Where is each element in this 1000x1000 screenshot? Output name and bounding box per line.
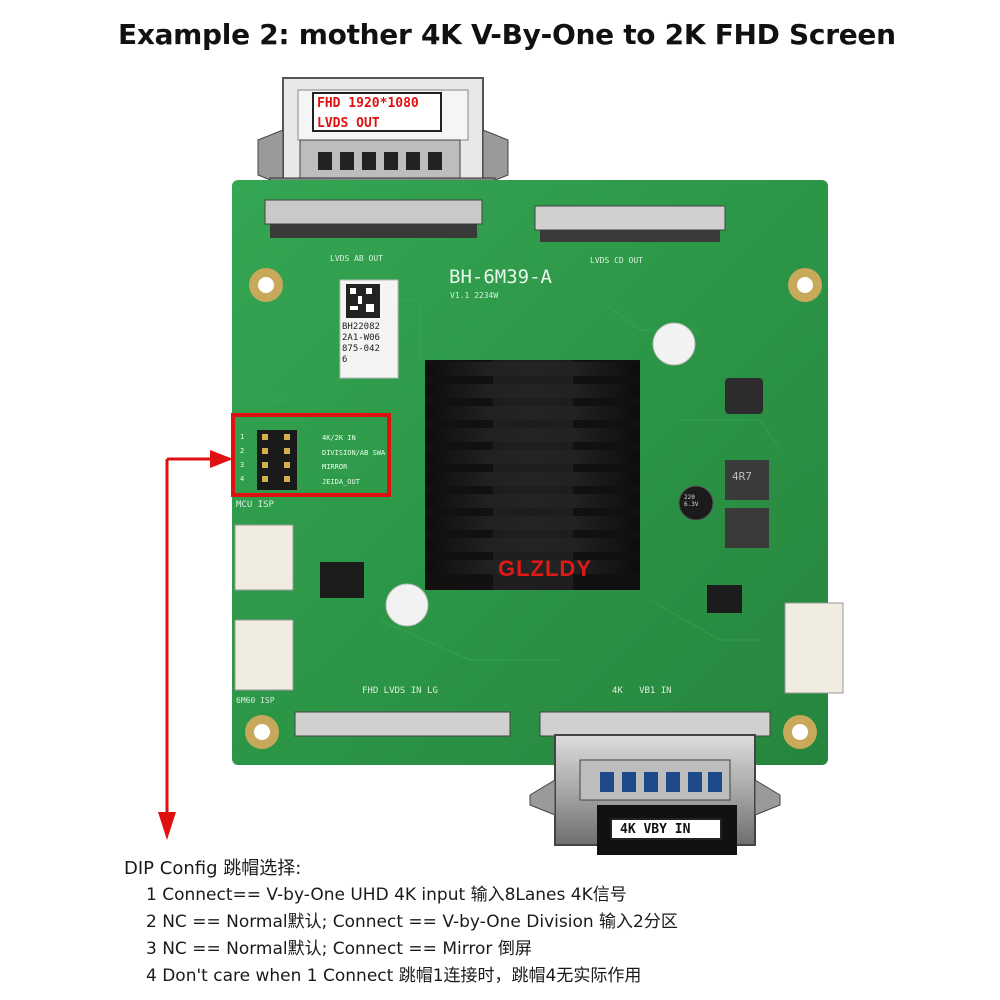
dip-label-3: MIRROR [322, 463, 348, 471]
pointer-arrow [158, 450, 233, 840]
dip-number-2: 2 [240, 447, 245, 455]
top-label-line-1: FHD 1920*1080 [317, 96, 419, 111]
lvds-ab-label: LVDS AB OUT [330, 254, 383, 263]
fhd-lvds-in-label: FHD LVDS IN LG [362, 686, 438, 696]
page-title: Example 2: mother 4K V-By-One to 2K FHD … [118, 18, 896, 51]
dip-config-heading: DIP Config 跳帽选择: [124, 858, 302, 879]
dip-label-1: 4K/2K IN [322, 434, 356, 442]
mounting-holes [245, 268, 822, 749]
heatsink [425, 360, 640, 590]
dip-config-item-3: 3 NC == Normal默认; Connect == Mirror 倒屏 [146, 939, 532, 959]
dip-config-item-2: 2 NC == Normal默认; Connect == V-by-One Di… [146, 912, 678, 932]
dip-jumper-block [257, 430, 297, 490]
lvds-cd-label: LVDS CD OUT [590, 256, 643, 265]
top-label-line-2: LVDS OUT [317, 116, 380, 131]
dip-config-item-1: 1 Connect== V-by-One UHD 4K input 输入8Lan… [146, 885, 627, 905]
dip-number-1: 1 [240, 433, 245, 441]
dip-label-4: JEIDA_OUT [322, 478, 360, 486]
capacitor-label: 220 6.3V [684, 494, 699, 508]
top-connector-label: FHD 1920*1080 LVDS OUT [312, 92, 442, 132]
qr-text: BH22082 2A1-W06 875-042 6 [342, 322, 380, 365]
dip-config-section: DIP Config 跳帽选择: 1 Connect== V-by-One UH… [124, 856, 678, 990]
dip-highlight-box [231, 413, 391, 497]
mcu-isp-label: MCU ISP [236, 500, 274, 510]
dip-label-2: DIVISION/AB SWA [322, 449, 386, 457]
dip-config-item-4: 4 Don't care when 1 Connect 跳帽1连接时，跳帽4无实… [146, 966, 642, 986]
board-version-text: V1.1 2234W [450, 291, 499, 300]
dip-number-4: 4 [240, 475, 245, 483]
watermark: GLZLDY [498, 556, 592, 581]
dip-number-3: 3 [240, 461, 245, 469]
vb1-in-label: 4K VB1 IN [612, 686, 672, 696]
bottom-connector-label: 4K VBY IN [610, 818, 722, 840]
bottom-isp-label: 6M60 ISP [236, 696, 275, 705]
board-model-text: BH-6M39-A [449, 266, 552, 288]
inductor-label: 4R7 [732, 470, 752, 483]
